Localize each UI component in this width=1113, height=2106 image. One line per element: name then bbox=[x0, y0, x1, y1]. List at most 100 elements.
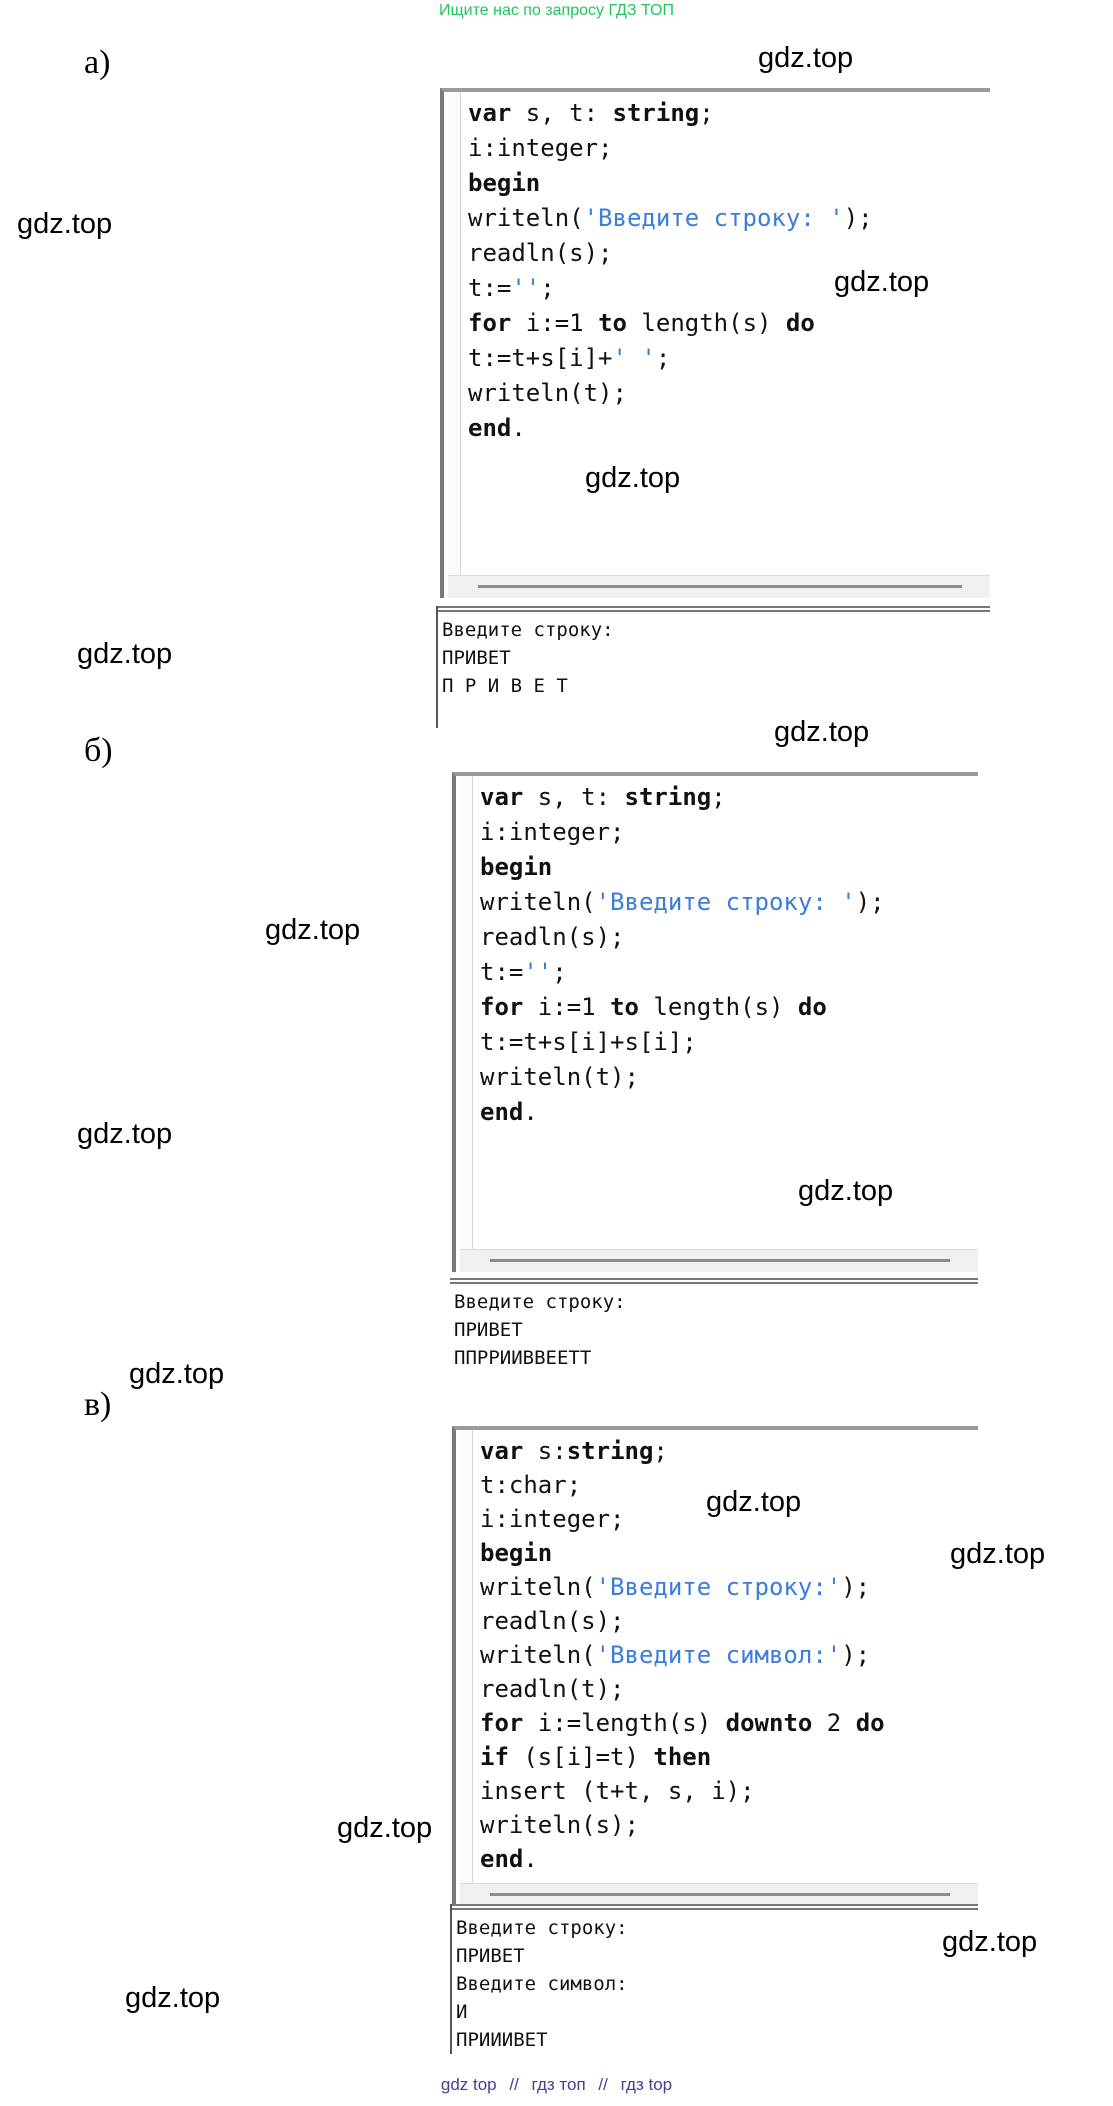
code-line: readln(s); bbox=[480, 920, 885, 955]
code-token: readln(s); bbox=[480, 923, 625, 951]
code-keyword: do bbox=[855, 1709, 885, 1737]
footer-item[interactable]: гдз top bbox=[620, 2075, 673, 2094]
code-token: . bbox=[523, 1098, 538, 1126]
code-line: i:integer; bbox=[468, 131, 873, 166]
horizontal-scrollbar[interactable] bbox=[460, 1249, 978, 1272]
code-token: ; bbox=[711, 783, 726, 811]
watermark: gdz.top bbox=[129, 1358, 225, 1390]
scrollbar-thumb[interactable] bbox=[490, 1893, 950, 1896]
section-label-b: б) bbox=[84, 732, 113, 769]
code-token: 2 bbox=[812, 1709, 856, 1737]
watermark: gdz.top bbox=[77, 638, 173, 670]
code-keyword: for bbox=[480, 993, 524, 1021]
code-token: i:integer; bbox=[468, 134, 613, 162]
console-line: Введите строку: bbox=[454, 1291, 626, 1313]
horizontal-scrollbar[interactable] bbox=[460, 1883, 978, 1906]
code-keyword: downto bbox=[725, 1709, 813, 1737]
code-keyword: if bbox=[480, 1743, 509, 1771]
code-token: . bbox=[523, 1845, 538, 1873]
code-token: t:char; bbox=[480, 1471, 582, 1499]
code-token: ; bbox=[653, 1437, 668, 1465]
footer: gdz top // гдз топ // гдз top bbox=[0, 2075, 1113, 2095]
console-separator bbox=[438, 606, 990, 612]
console-line: Введите символ: bbox=[456, 1973, 628, 1995]
code-token: t:=t+s[i]+ bbox=[468, 344, 613, 372]
code-line: end. bbox=[480, 1842, 885, 1876]
watermark: gdz.top bbox=[125, 1982, 221, 2014]
code-token: length(s) bbox=[638, 993, 798, 1021]
console-separator bbox=[450, 1278, 978, 1284]
code-token: insert (t+t, s, i); bbox=[480, 1777, 755, 1805]
code-keyword: var bbox=[468, 99, 512, 127]
top-banner: Ищите нас по запросу ГДЗ ТОП bbox=[439, 2, 674, 19]
code-line: writeln(t); bbox=[480, 1060, 885, 1095]
code-keyword: string bbox=[624, 783, 712, 811]
code-string: '' bbox=[523, 958, 553, 986]
code-line: writeln('Введите символ:'); bbox=[480, 1638, 885, 1672]
code-keyword: string bbox=[612, 99, 700, 127]
editor-gutter bbox=[448, 92, 461, 576]
console-separator bbox=[452, 1904, 978, 1910]
code-token: t:= bbox=[480, 958, 524, 986]
watermark: gdz.top bbox=[337, 1812, 433, 1844]
code-keyword: end bbox=[468, 414, 512, 442]
code-line: i:integer; bbox=[480, 815, 885, 850]
code-string: '' bbox=[511, 274, 541, 302]
code-token: ; bbox=[552, 958, 567, 986]
editor-gutter bbox=[460, 1430, 473, 1884]
code-string: 'Введите строку: ' bbox=[583, 204, 844, 232]
code-token: s, t: bbox=[511, 99, 613, 127]
code-string: 'Введите строку: ' bbox=[595, 888, 856, 916]
code-token: t:= bbox=[468, 274, 512, 302]
code-token: writeln( bbox=[480, 1641, 596, 1669]
horizontal-scrollbar[interactable] bbox=[448, 575, 990, 598]
code-line: writeln('Введите строку: '); bbox=[480, 885, 885, 920]
watermark: gdz.top bbox=[77, 1118, 173, 1150]
code-line: t:=t+s[i]+' '; bbox=[468, 341, 873, 376]
code-line: var s:string; bbox=[480, 1434, 885, 1468]
code-keyword: do bbox=[785, 309, 815, 337]
watermark: gdz.top bbox=[798, 1175, 894, 1207]
code-keyword: to bbox=[598, 309, 627, 337]
code-string: ' ' bbox=[612, 344, 656, 372]
footer-item[interactable]: гдз топ bbox=[531, 2075, 586, 2094]
code-token: readln(s); bbox=[480, 1607, 625, 1635]
code-line: var s, t: string; bbox=[480, 780, 885, 815]
watermark: gdz.top bbox=[758, 42, 854, 74]
code-token: i:integer; bbox=[480, 818, 625, 846]
editor-gutter bbox=[460, 776, 473, 1250]
watermark: gdz.top bbox=[585, 462, 681, 494]
watermark: gdz.top bbox=[950, 1538, 1046, 1570]
code-keyword: var bbox=[480, 783, 524, 811]
code-keyword: for bbox=[480, 1709, 524, 1737]
code-line: begin bbox=[480, 1536, 885, 1570]
console-line: ПРИВЕТ bbox=[454, 1319, 523, 1341]
code-line: for i:=length(s) downto 2 do bbox=[480, 1706, 885, 1740]
code-line: for i:=1 to length(s) do bbox=[468, 306, 873, 341]
watermark: gdz.top bbox=[834, 266, 930, 298]
code-token: writeln(t); bbox=[480, 1063, 639, 1091]
code-token: ); bbox=[843, 204, 873, 232]
section-label-c: в) bbox=[84, 1386, 112, 1423]
code-line: readln(s); bbox=[468, 236, 873, 271]
code-token: i:=length(s) bbox=[523, 1709, 726, 1737]
code-token: (s[i]=t) bbox=[508, 1743, 654, 1771]
scrollbar-thumb[interactable] bbox=[478, 585, 962, 588]
code-keyword: for bbox=[468, 309, 512, 337]
footer-item[interactable]: gdz top bbox=[440, 2075, 497, 2094]
code-line: readln(t); bbox=[480, 1672, 885, 1706]
code-line: t:char; bbox=[480, 1468, 885, 1502]
code-line: begin bbox=[468, 166, 873, 201]
code-token: writeln(t); bbox=[468, 379, 627, 407]
scrollbar-thumb[interactable] bbox=[490, 1259, 950, 1262]
